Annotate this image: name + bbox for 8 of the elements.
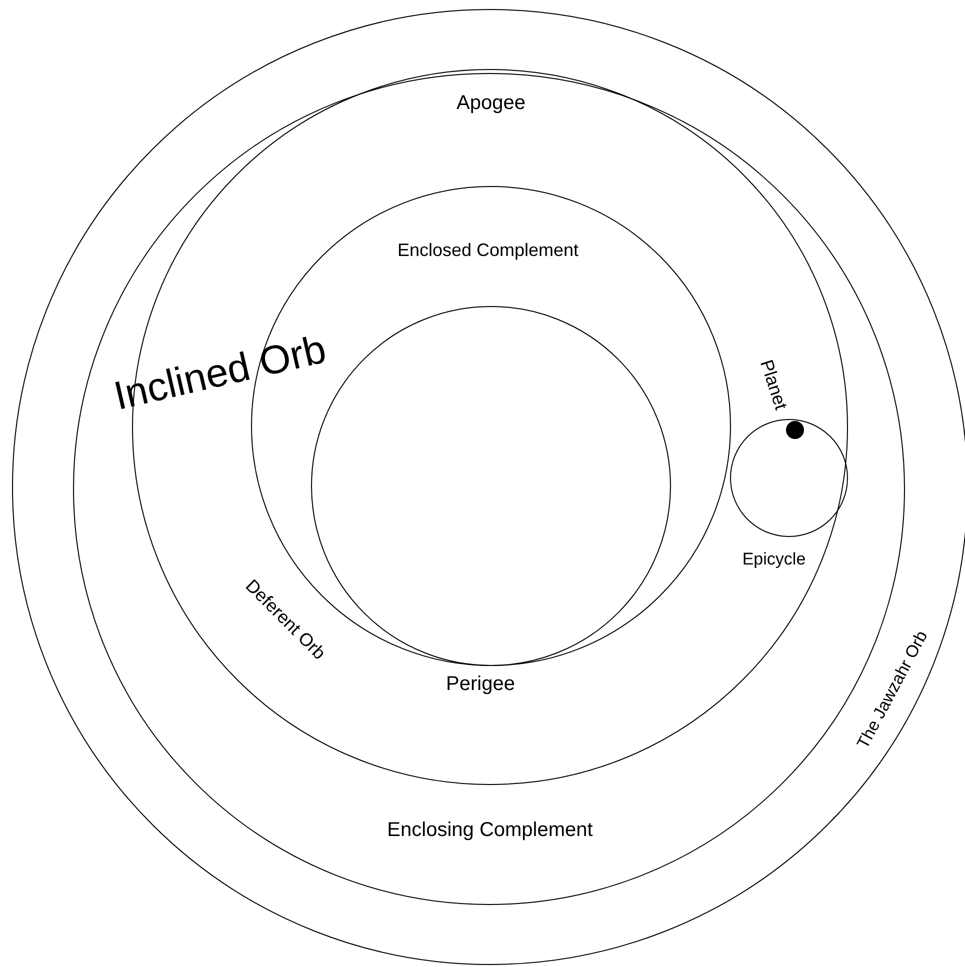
planet-label: Planet bbox=[755, 357, 790, 412]
epicycle-label: Epicycle bbox=[742, 550, 806, 570]
complement-label: Enclosing Complement bbox=[387, 819, 593, 841]
apogee-label: Apogee bbox=[456, 92, 526, 114]
complement-label: Enclosed Complement bbox=[397, 241, 579, 261]
orb-circle bbox=[12, 9, 965, 965]
perigee-label: Perigee bbox=[446, 672, 515, 694]
orb-label: Inclined Orb bbox=[110, 327, 330, 419]
